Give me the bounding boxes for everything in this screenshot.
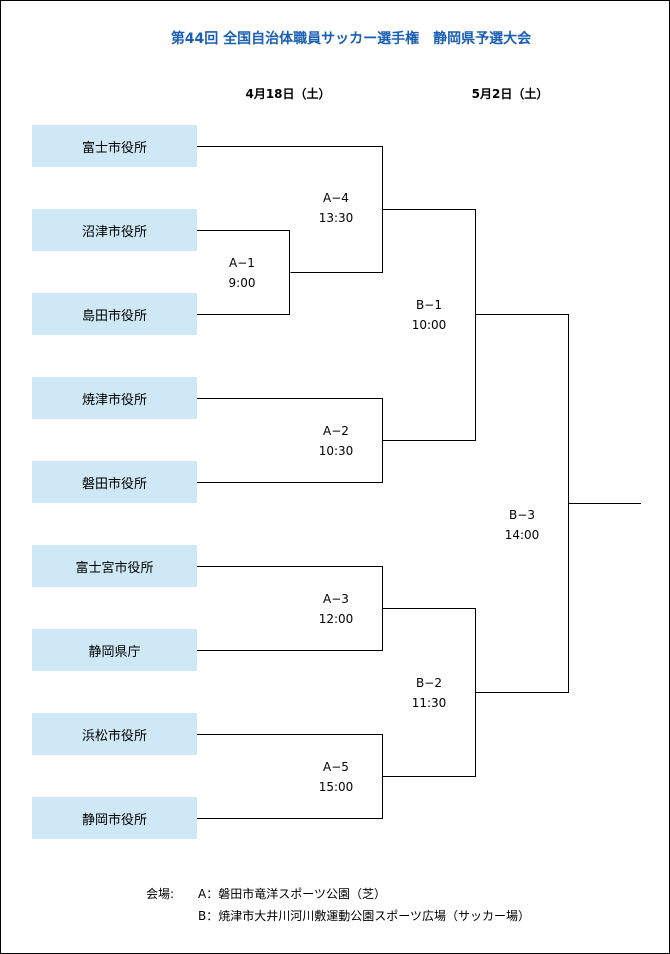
bracket-line-b3 [475, 314, 569, 693]
venue-label: 会場: [146, 887, 175, 901]
match-a2-code: A−2 [323, 424, 349, 438]
match-a4-code: A−4 [323, 191, 349, 205]
venue-a: A：磐田市竜洋スポーツ公園（芝） [198, 887, 386, 901]
match-a5: A−5 15:00 [296, 757, 376, 797]
match-a2: A−2 10:30 [296, 421, 376, 461]
venue-list: A：磐田市竜洋スポーツ公園（芝） B：焼津市大井川河川敷運動公園スポーツ広場（サ… [198, 883, 530, 927]
team-shizuoka-pref: 静岡県庁 [32, 629, 197, 671]
team-numazu: 沼津市役所 [32, 209, 197, 251]
page-title: 第44回 全国自治体職員サッカー選手権 静岡県予選大会 [170, 31, 532, 47]
round-1-date: 4月18日（土） [245, 87, 331, 101]
venue-b: B：焼津市大井川河川敷運動公園スポーツ広場（サッカー場） [198, 909, 530, 923]
bracket-line-b1 [382, 209, 476, 441]
team-fuji: 富士市役所 [32, 125, 197, 167]
team-shimada: 島田市役所 [32, 293, 197, 335]
match-b3: B−3 14:00 [482, 505, 562, 545]
bracket-line-a1 [197, 230, 290, 315]
match-a4-time: 13:30 [318, 211, 354, 225]
match-a3: A−3 12:00 [296, 589, 376, 629]
team-fujinomiya: 富士宮市役所 [32, 545, 197, 587]
match-b2: B−2 11:30 [389, 673, 469, 713]
match-a5-code: A−5 [323, 760, 349, 774]
team-hamamatsu: 浜松市役所 [32, 713, 197, 755]
match-a1-code: A−1 [229, 256, 255, 270]
match-a3-code: A−3 [323, 592, 349, 606]
team-yaizu: 焼津市役所 [32, 377, 197, 419]
match-b3-code: B−3 [509, 508, 535, 522]
match-b2-time: 11:30 [411, 696, 447, 710]
team-shizuoka-city: 静岡市役所 [32, 797, 197, 839]
match-b3-time: 14:00 [504, 528, 540, 542]
match-a5-time: 15:00 [318, 780, 354, 794]
match-b1-time: 10:00 [411, 318, 447, 332]
match-b1: B−1 10:00 [389, 295, 469, 335]
match-a1: A−1 9:00 [202, 253, 282, 293]
team-iwata: 磐田市役所 [32, 461, 197, 503]
match-b2-code: B−2 [416, 676, 442, 690]
match-a2-time: 10:30 [318, 444, 354, 458]
match-a3-time: 12:00 [318, 612, 354, 626]
match-a4: A−4 13:30 [296, 188, 376, 228]
match-b1-code: B−1 [416, 298, 442, 312]
round-2-date: 5月2日（土） [471, 87, 549, 101]
match-a1-time: 9:00 [228, 276, 256, 290]
